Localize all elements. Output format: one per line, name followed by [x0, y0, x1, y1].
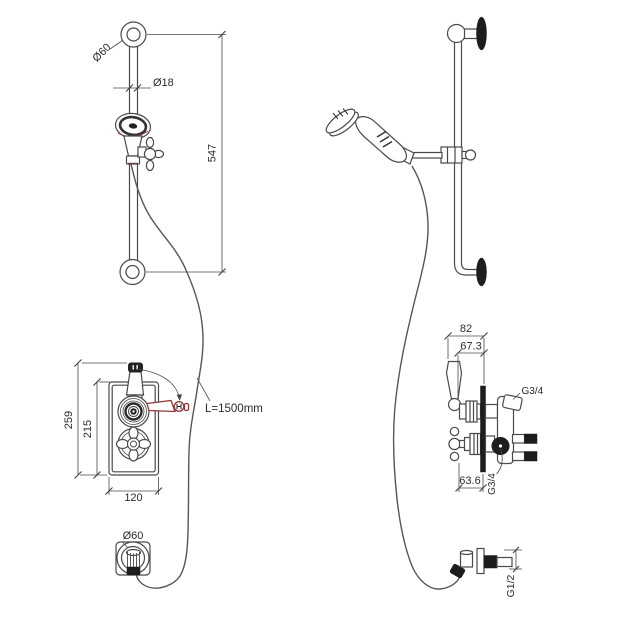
dim-valve-depth-upper: 67.3 [454, 341, 488, 399]
thermostatic-valve-front [108, 362, 190, 476]
top-wall-bracket-side [446, 23, 467, 44]
label-top-outlet-thread: G3/4 [522, 386, 544, 397]
dim-label-plate-width: 120 [124, 492, 142, 504]
top-wall-plate [476, 16, 487, 51]
top-outlet-port [502, 394, 523, 411]
dim-plate-height: 215 [82, 378, 110, 479]
dim-label-depth-overall: 82 [460, 323, 472, 335]
dim-label-depth-lower: 63.6 [459, 475, 480, 487]
left-slide-rail [119, 21, 147, 286]
dim-label-plate-height: 215 [82, 420, 94, 438]
wall-outlet-elbow-front: Ø60 [115, 530, 151, 576]
dim-label-outlet-dia: Ø60 [123, 530, 144, 542]
dim-rail-diameter: Ø18 [113, 77, 174, 92]
temperature-lever [125, 362, 145, 402]
flow-cross-handle [115, 426, 152, 462]
shower-hose-side [392, 165, 462, 590]
shower-handset-front [114, 112, 165, 172]
lever-rotation-arc [136, 368, 182, 401]
slider-clamp-side [440, 146, 477, 164]
valve-plate-side [480, 385, 486, 473]
right-slide-rail-side [446, 16, 487, 287]
dim-plate-width: 120 [105, 477, 163, 504]
thermostat-knob [117, 395, 150, 428]
wall-outlet-elbow-side: G1/2 [449, 546, 522, 597]
dim-label-valve-height: 259 [63, 411, 75, 429]
dim-valve-depth-overall: 82 [444, 323, 488, 384]
shower-handset-side [325, 108, 443, 165]
dim-label-top-mount-dia: Ø60 [90, 41, 113, 64]
shower-hose-front [130, 163, 204, 589]
temperature-lever-rotated-position [146, 399, 190, 413]
label-inlet-thread: G3/4 [487, 473, 498, 495]
label-wall-outlet-thread: G1/2 [505, 574, 517, 597]
dim-valve-height-overall: 259 [63, 359, 127, 479]
dim-valve-depth-lower: 63.6 [455, 463, 487, 492]
hose-length-label: L=1500mm [205, 403, 263, 415]
thermostatic-valve-side [445, 360, 538, 473]
hose-length-callout: L=1500mm [196, 377, 263, 415]
inlet-thread-callout: G3/4 [487, 448, 503, 495]
supply-pipes [511, 433, 538, 462]
handset-spray-marks [376, 130, 393, 148]
flow-cross-handle-side [448, 426, 466, 462]
dim-label-rail-dia: Ø18 [153, 77, 174, 89]
dim-label-depth-upper: 67.3 [460, 341, 481, 353]
dim-top-mount-diameter: Ø60 [90, 40, 123, 65]
top-outlet-thread-callout: G3/4 [512, 386, 544, 400]
dim-rail-length: 547 [146, 30, 226, 276]
temperature-lever-side [445, 360, 463, 400]
slider-clamp-knob [137, 136, 165, 172]
dim-label-rail-length: 547 [207, 144, 219, 162]
bottom-wall-plate [476, 257, 487, 287]
